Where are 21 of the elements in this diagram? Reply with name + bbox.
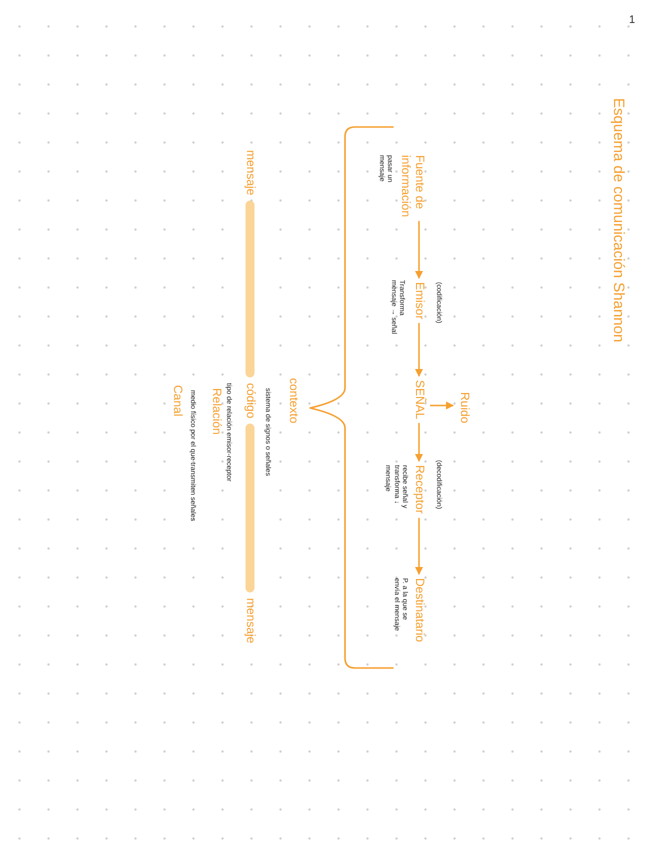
diagram-title: Esquema de comunicación Shannon [609,98,627,342]
concept-label: Receptor [412,465,426,514]
highlight-line [246,424,254,592]
arrow [415,518,423,575]
concept-label: SEÑAL [412,380,426,420]
arrow [415,423,423,462]
highlight-line [246,200,254,378]
concept-label: Fuente de información [398,155,426,218]
arrow [415,323,423,377]
concept-label: Ruido [457,392,471,424]
page-number: 1 [629,14,636,26]
concept-label: Emisor [412,282,426,320]
term-heading: contexto [286,378,300,424]
term-heading: Relación [209,388,223,435]
concept-label: Destinatario [412,578,426,642]
concept-label: mensaje [243,598,257,644]
concept-label: código [243,383,257,418]
arrow [430,402,454,410]
term-heading: Canal [170,385,184,416]
arrow [415,221,423,279]
concept-label: mensaje [243,150,257,196]
